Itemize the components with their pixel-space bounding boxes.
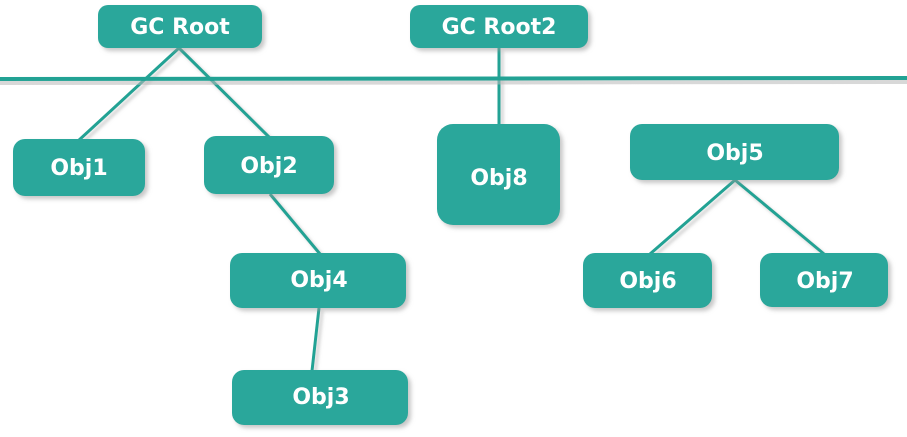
- edge-obj5-obj6: [649, 178, 736, 256]
- node-obj7[interactable]: Obj7: [760, 253, 888, 307]
- node-box-obj6[interactable]: [583, 253, 712, 308]
- edges-layer: [76, 46, 825, 372]
- node-label-gcroot: GC Root: [130, 15, 230, 40]
- node-obj2[interactable]: Obj2: [204, 136, 334, 194]
- edge-obj4-obj3: [310, 307, 321, 372]
- node-label-obj8: Obj8: [470, 166, 527, 191]
- node-box-obj2[interactable]: [204, 136, 334, 194]
- edge-gcroot-obj1: [76, 46, 181, 143]
- node-label-obj3: Obj3: [292, 385, 349, 410]
- node-box-obj7[interactable]: [760, 253, 888, 307]
- node-box-gcroot2[interactable]: [410, 5, 588, 48]
- node-box-gcroot[interactable]: [98, 5, 262, 48]
- node-obj3[interactable]: Obj3: [232, 370, 408, 425]
- node-box-obj8[interactable]: [437, 124, 560, 225]
- node-obj6[interactable]: Obj6: [583, 253, 712, 308]
- node-label-obj6: Obj6: [619, 269, 676, 294]
- node-obj5[interactable]: Obj5: [630, 124, 839, 180]
- node-label-obj7: Obj7: [796, 269, 853, 294]
- node-box-obj4[interactable]: [230, 253, 406, 308]
- node-label-obj5: Obj5: [706, 141, 763, 166]
- edge-gcroot-obj2: [177, 46, 272, 140]
- node-label-gcroot2: GC Root2: [442, 15, 557, 40]
- boundary-line-shadow: [0, 80, 907, 85]
- node-label-obj2: Obj2: [240, 154, 297, 179]
- node-box-obj1[interactable]: [13, 139, 145, 196]
- node-obj1[interactable]: Obj1: [13, 139, 145, 196]
- node-label-obj1: Obj1: [50, 156, 107, 181]
- node-gcroot2[interactable]: GC Root2: [410, 5, 588, 48]
- edge-obj5-obj7: [734, 178, 825, 256]
- node-box-obj3[interactable]: [232, 370, 408, 425]
- node-obj8[interactable]: Obj8: [437, 124, 560, 225]
- node-label-obj4: Obj4: [290, 268, 347, 293]
- edge-obj2-obj4: [268, 193, 322, 255]
- boundary-layer: [0, 76, 907, 85]
- node-box-obj5[interactable]: [630, 124, 839, 180]
- node-obj4[interactable]: Obj4: [230, 253, 406, 308]
- node-gcroot[interactable]: GC Root: [98, 5, 262, 48]
- gc-root-boundary-line: [0, 76, 907, 81]
